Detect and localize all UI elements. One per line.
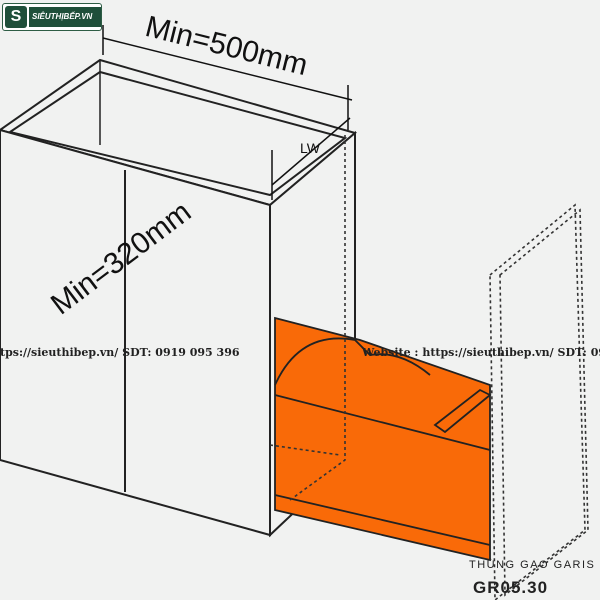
brand-logo: S SIÊUTHỊBẾP.VN (2, 3, 102, 31)
watermark-right: Website : https://sieuthibep.vn/ SDT: 09 (362, 346, 600, 359)
drawer-contour (274, 337, 431, 386)
drawer-bottom-edge (274, 494, 491, 546)
width-dimension-line (102, 37, 353, 101)
drawer-edge (274, 394, 491, 451)
rice-drawer (274, 316, 491, 562)
watermark-left: tps://sieuthibep.vn/ SDT: 0919 095 396 (0, 346, 240, 359)
logo-mark: S (5, 6, 27, 28)
drawer-handle (433, 388, 492, 434)
depth-dimension-line (271, 117, 351, 186)
depth-dimension-label: LW (300, 140, 320, 156)
product-name: THÙNG GẠO GARIS (469, 559, 596, 571)
product-code: GR05.30 (473, 578, 549, 597)
door-panel-dashed-inner (499, 208, 589, 597)
cabinet-front (0, 128, 271, 537)
hidden-edges-dashed (269, 135, 346, 501)
door-panel-dashed (489, 203, 586, 600)
logo-text: SIÊUTHỊBẾP.VN (29, 7, 101, 27)
